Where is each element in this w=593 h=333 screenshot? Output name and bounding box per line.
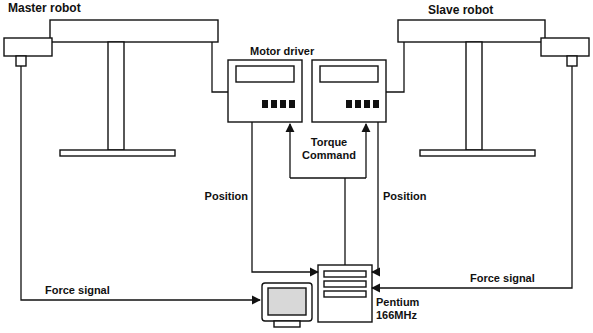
node-label: Slave robot (428, 4, 493, 18)
gripper (567, 56, 577, 66)
sensor-lead (20, 66, 21, 160)
computer: Pentium 166MHz (260, 265, 372, 329)
position-line (372, 122, 378, 272)
force-signal-line (372, 160, 572, 288)
robot-base (420, 150, 535, 156)
driver-buttons (262, 100, 379, 108)
torque-line (365, 124, 366, 178)
torque-line (290, 177, 366, 178)
drive-bay (324, 281, 366, 287)
torque-line (289, 124, 290, 178)
edge-label: Force signal (470, 272, 535, 285)
motor-driver (312, 60, 386, 122)
robot-column (466, 42, 482, 150)
end-effector (541, 38, 589, 56)
torque-line (344, 178, 345, 265)
drive-bay (324, 271, 366, 277)
gripper (16, 56, 26, 66)
drive-bay (324, 291, 366, 297)
robot-cable (386, 42, 404, 92)
monitor-screen (268, 288, 306, 315)
signal-label: Position (383, 190, 426, 203)
robot-base (60, 150, 175, 156)
end-effector (4, 38, 52, 56)
pc-tower (318, 265, 372, 322)
sensor-lead (571, 66, 572, 160)
signal-label: Position (205, 190, 248, 203)
monitor-stand (274, 321, 300, 327)
node-label: Master robot (8, 2, 81, 16)
robot-column (108, 42, 124, 150)
position-line (252, 122, 318, 272)
robot-arm (398, 20, 545, 42)
signal-label: Motor driver (250, 45, 314, 58)
robot: Slave robot (395, 0, 593, 160)
force-signal-line (21, 160, 260, 300)
edge-label: Force signal (45, 284, 110, 297)
node-label: Pentium 166MHz (376, 296, 438, 321)
robot: Master robot (0, 0, 222, 160)
driver-display (320, 66, 378, 82)
signal-label: Torque Command (293, 136, 365, 161)
motor-driver (228, 60, 302, 122)
robot-cable (212, 42, 228, 92)
monitor (262, 283, 312, 321)
robot-arm (50, 20, 218, 42)
driver-display (236, 66, 294, 82)
